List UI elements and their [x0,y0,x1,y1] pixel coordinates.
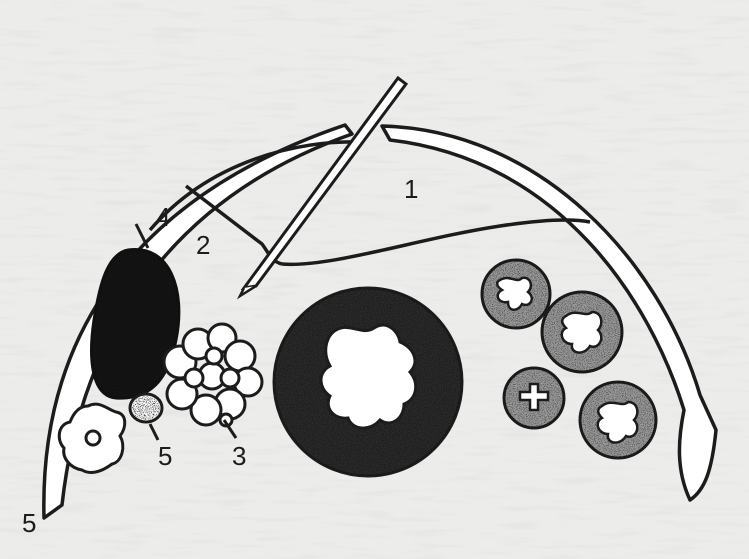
bowel-cross-section [274,288,462,476]
label-2: 2 [196,230,210,260]
small-loop-2 [542,292,622,372]
small-loop-3 [504,368,564,428]
label-5-nodule: 5 [158,441,172,471]
small-loop-4 [580,382,656,458]
label-3: 3 [232,441,246,471]
small-loop-1 [482,260,550,328]
label-5-corner: 5 [22,508,36,538]
label-1: 1 [404,174,418,204]
label-4: 4 [156,202,170,232]
small-nodule [130,394,162,422]
